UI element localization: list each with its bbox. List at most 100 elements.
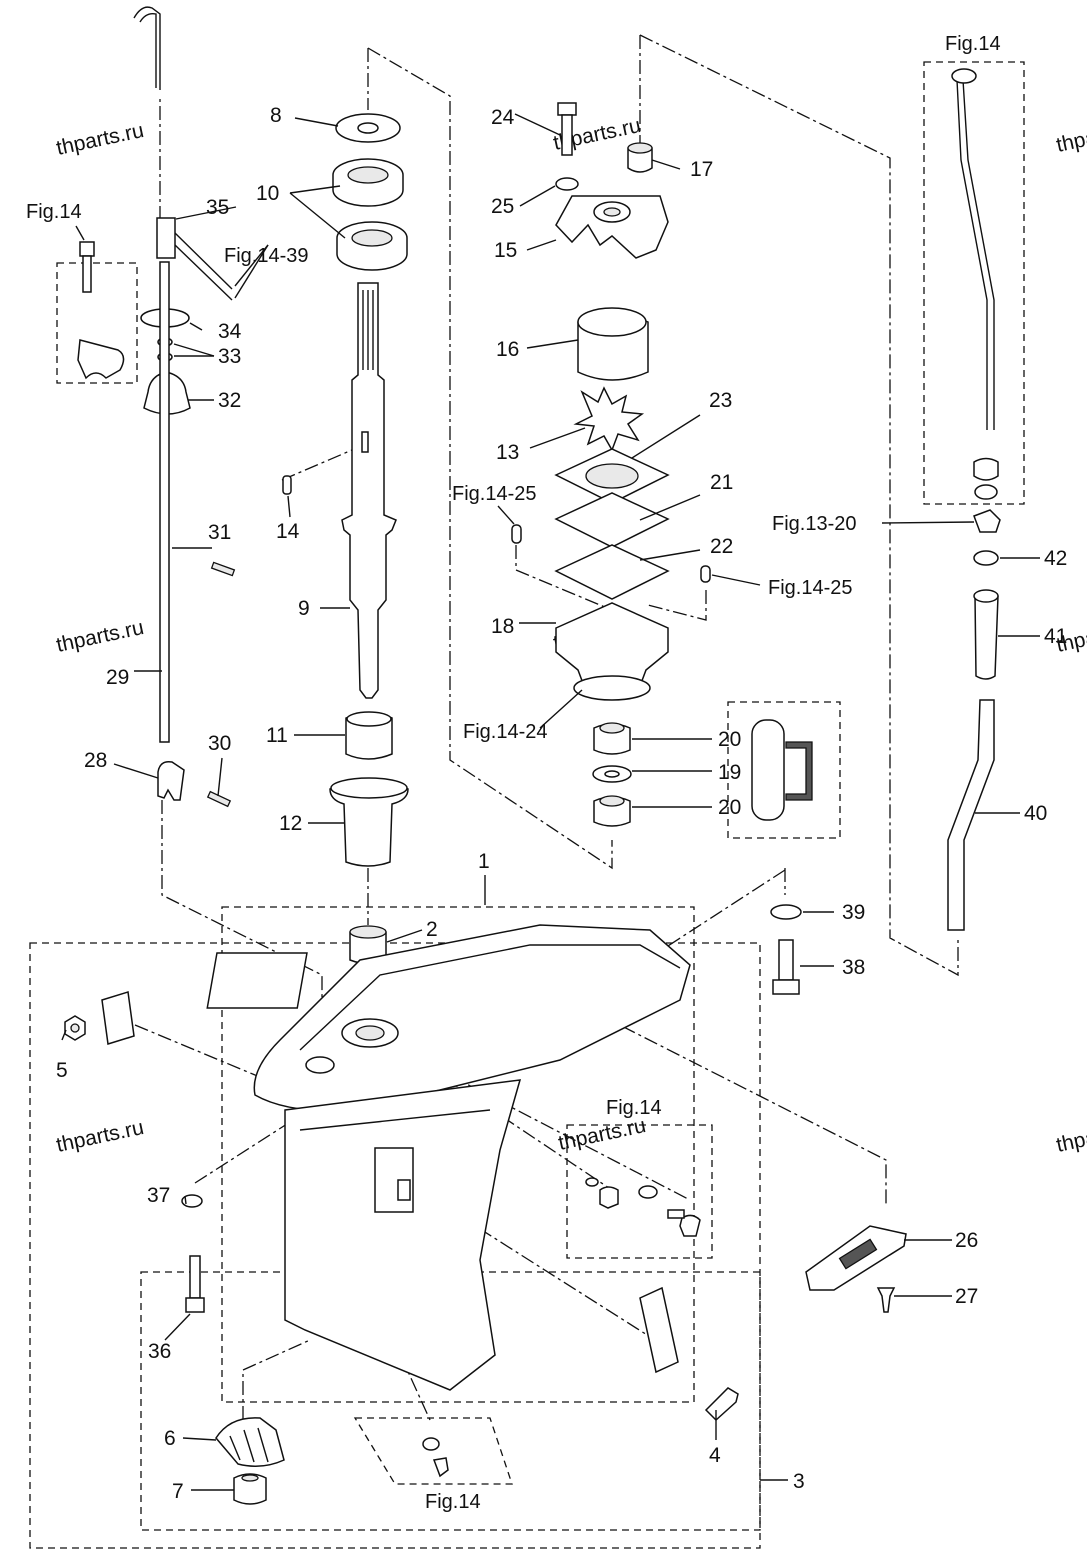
fig14-bottom-box <box>353 1417 513 1485</box>
fig-label: Fig.14 <box>425 1491 481 1513</box>
watermark: thparts.ru <box>54 1116 146 1157</box>
gasket-fig14-24 <box>573 675 651 701</box>
drive-shaft-9 <box>341 282 397 699</box>
callout-28: 28 <box>84 749 107 772</box>
bolt-38 <box>778 939 794 981</box>
fig-label: Fig.14 <box>26 201 82 223</box>
nut-7 <box>233 1473 267 1505</box>
grommet-41 <box>974 591 999 680</box>
callout-27: 27 <box>955 1285 978 1308</box>
callout-21: 21 <box>710 471 733 494</box>
fig-label: Fig.14-24 <box>463 721 548 743</box>
callout-14: 14 <box>276 520 300 543</box>
lower-case-box <box>221 906 695 1403</box>
anode-plate <box>101 991 135 1045</box>
callout-11: 11 <box>266 724 288 747</box>
callout-5: 5 <box>56 1059 68 1082</box>
callout-15: 15 <box>494 239 517 262</box>
fig-label: Fig.14 <box>945 33 1001 55</box>
anode-box <box>140 1271 761 1531</box>
gear-6 <box>215 1417 285 1467</box>
shift-rod-29 <box>159 261 170 743</box>
group-boxes <box>29 61 1025 1549</box>
callout-4: 4 <box>709 1444 721 1467</box>
bolt-24 <box>557 102 577 116</box>
ring-42 <box>973 550 999 566</box>
callout-8: 8 <box>270 104 282 127</box>
callout-38: 38 <box>842 956 865 979</box>
callout-40: 40 <box>1024 802 1047 825</box>
callout-26: 26 <box>955 1229 978 1252</box>
watermark: thparts.ru <box>1054 116 1087 157</box>
fig-label: Fig.14-25 <box>452 483 537 505</box>
callout-30: 30 <box>208 732 231 755</box>
pump-housing-15 <box>555 195 669 259</box>
callout-13: 13 <box>496 441 519 464</box>
gasket-22 <box>554 544 670 600</box>
callout-16: 16 <box>496 338 519 361</box>
callout-19: 19 <box>718 761 741 784</box>
watermark: thparts.ru <box>54 119 146 160</box>
dowel-pin-right <box>700 565 711 583</box>
callout-36: 36 <box>148 1340 171 1363</box>
callout-35: 35 <box>206 196 229 219</box>
screw-bottom <box>432 1457 449 1478</box>
outer-assembly-box <box>29 942 761 1549</box>
inset-clip <box>785 741 813 801</box>
pin-30 <box>206 790 232 808</box>
pin-31 <box>210 561 236 577</box>
watermark: thparts.ru <box>54 616 146 657</box>
dowel-pin-left <box>511 524 522 544</box>
shift-rod-hook <box>133 6 161 90</box>
callout-3: 3 <box>793 1470 805 1493</box>
impeller-13 <box>573 386 645 452</box>
anode-4 <box>639 1286 679 1374</box>
watermark: thparts.ru <box>1054 1116 1087 1157</box>
fig14-shift-rod-box <box>923 61 1025 505</box>
callout-7: 7 <box>172 1480 184 1503</box>
figure-labels: Fig.14 Fig.14 Fig.14-39 Fig.14-25 Fig.14… <box>26 33 1001 1513</box>
fig-label: Fig.14-25 <box>768 577 853 599</box>
callout-32: 32 <box>218 389 241 412</box>
gearcase-lower <box>284 1079 522 1391</box>
plate-fig14 <box>77 339 125 380</box>
fig-label: Fig.14 <box>606 1097 662 1119</box>
washer-bottom <box>422 1437 440 1451</box>
pump-opening <box>206 952 308 1009</box>
bolt-4 <box>704 1387 739 1422</box>
pump-base-18 <box>555 602 669 687</box>
lever-28 <box>157 760 185 801</box>
fig-label: Fig.14-39 <box>224 245 309 267</box>
callout-37: 37 <box>147 1184 170 1207</box>
callout-12: 12 <box>279 812 302 835</box>
screw-27 <box>876 1287 896 1313</box>
inset-detail-box <box>727 701 841 839</box>
watermark: thparts.ru <box>556 1114 648 1155</box>
rod-joint-35 <box>156 217 176 259</box>
parts <box>64 6 1001 1505</box>
washer-39 <box>770 904 802 920</box>
callout-17: 17 <box>690 158 713 181</box>
link-fig13-20 <box>973 509 1001 533</box>
callout-20a: 20 <box>718 728 741 751</box>
callout-9: 9 <box>298 597 310 620</box>
callout-2: 2 <box>426 918 438 941</box>
callout-33: 33 <box>218 345 241 368</box>
callout-10: 10 <box>256 182 279 205</box>
callout-6: 6 <box>164 1427 176 1450</box>
fig14-plate-box <box>56 262 138 384</box>
callout-29: 29 <box>106 666 129 689</box>
callout-20b: 20 <box>718 796 741 819</box>
grommet-fig14 <box>973 457 999 481</box>
key-14 <box>282 475 292 495</box>
washer-37 <box>181 1194 203 1208</box>
bolt-36 <box>189 1255 201 1299</box>
callout-39: 39 <box>842 901 865 924</box>
callout-22: 22 <box>710 535 733 558</box>
callout-23: 23 <box>709 389 732 412</box>
gearcase-1 <box>253 924 691 1112</box>
callout-42: 42 <box>1044 547 1067 570</box>
leader-lines <box>61 113 1040 1491</box>
callout-18: 18 <box>491 615 514 638</box>
